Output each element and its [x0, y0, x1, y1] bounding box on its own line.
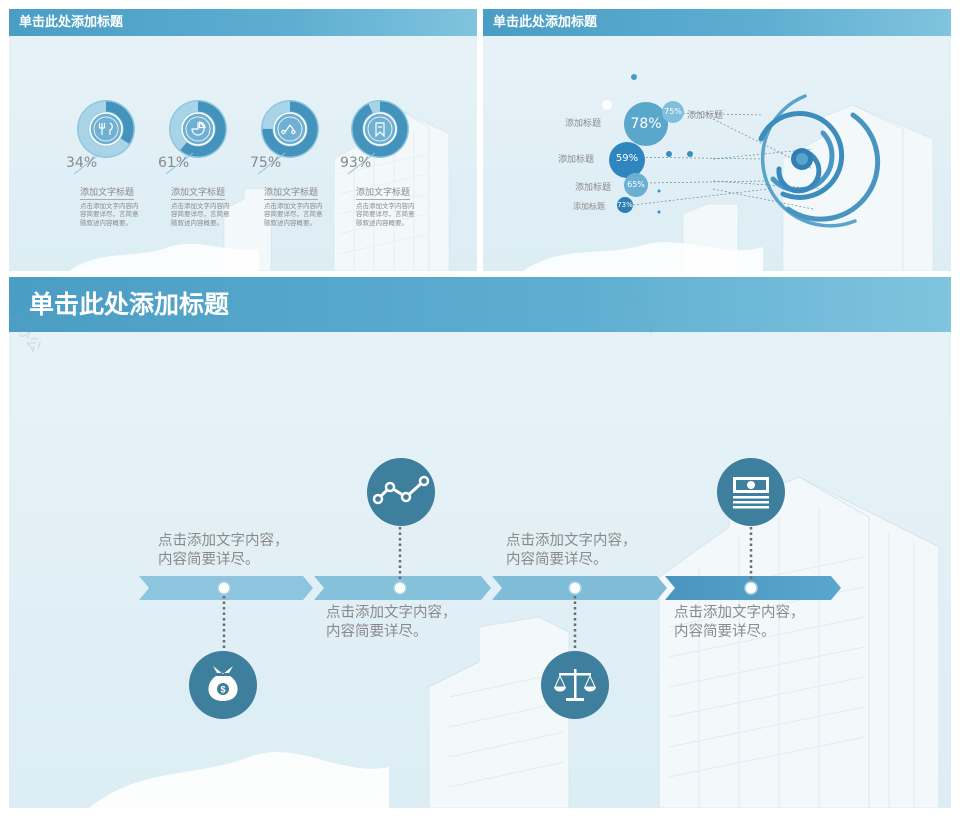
- slide3-title[interactable]: 单击此处添加标题: [9, 277, 951, 332]
- slide-timeline: 单击此处添加标题 $: [9, 277, 951, 808]
- percent-ring-2: [165, 100, 227, 175]
- city-background: [89, 476, 940, 808]
- slide1-title[interactable]: 单击此处添加标题: [9, 9, 477, 36]
- cash-stack-icon: [717, 458, 785, 526]
- bubble-65: [624, 173, 648, 197]
- step-text-3[interactable]: 点击添加文字内容， 内容简要详尽。: [506, 533, 637, 568]
- pie-icon: [191, 121, 206, 136]
- item-description-1[interactable]: 点击添加文字内容内容简要详尽，言简意赅叙述内容概要。: [80, 202, 139, 227]
- utensils-icon: [98, 122, 113, 135]
- money-bag-icon: $: [189, 651, 257, 719]
- target-arc-2: [785, 112, 881, 222]
- bubble-78: [624, 102, 668, 146]
- step-text-2[interactable]: 点击添加文字内容， 内容简要详尽。: [326, 605, 457, 640]
- bubble-diagram: [602, 74, 881, 228]
- target-arc-5: [776, 148, 822, 194]
- bubble-percent-65: 65%: [627, 180, 645, 189]
- percent-label-1: 34%: [66, 155, 98, 171]
- svg-text:$: $: [220, 685, 225, 695]
- item-description-4[interactable]: 点击添加文字内容内容简要详尽，言简意赅叙述内容概要。: [356, 202, 415, 227]
- slide-percent-rings: 单击此处添加标题 34% 61% 75% 93% 添加文字标题 添加文字标题 添…: [9, 9, 477, 271]
- target-arc-outer: [760, 94, 857, 228]
- share-icon: [281, 123, 296, 135]
- bubble-label-5[interactable]: 添加标题: [573, 202, 605, 211]
- bubble-75: [662, 101, 684, 123]
- bubble-percent-75: 75%: [664, 107, 682, 116]
- percent-rings-layer: [73, 100, 409, 175]
- slide-bubble-target: 单击此处添加标题: [483, 9, 951, 271]
- scales-icon: [541, 651, 609, 719]
- percent-label-3: 75%: [250, 155, 282, 171]
- city-background: [69, 106, 450, 271]
- percent-ring-1: [73, 100, 135, 175]
- bookmark-icon: [375, 122, 385, 138]
- step-text-1[interactable]: 点击添加文字内容， 内容简要详尽。: [158, 533, 289, 568]
- target-arc-3: [758, 110, 845, 200]
- timeline-diagram: $: [139, 458, 841, 719]
- line-chart-icon: [367, 458, 435, 526]
- bubble-73: [617, 197, 633, 213]
- percent-label-4: 93%: [340, 155, 372, 171]
- bubble-percent-73: 73%: [617, 201, 633, 209]
- bubble-label-2[interactable]: 添加标题: [687, 111, 724, 121]
- bubble-59: [609, 142, 645, 178]
- bubble-label-4[interactable]: 添加标题: [575, 183, 612, 193]
- percent-ring-4: [347, 100, 409, 175]
- item-subtitle-4[interactable]: 添加文字标题: [356, 188, 411, 200]
- item-subtitle-2[interactable]: 添加文字标题: [171, 188, 226, 200]
- item-description-3[interactable]: 点击添加文字内容内容简要详尽，言简意赅叙述内容概要。: [264, 202, 323, 227]
- bubble-percent-78: 78%: [630, 116, 662, 132]
- bubble-label-3[interactable]: 添加标题: [558, 155, 595, 165]
- item-description-2[interactable]: 点击添加文字内容内容简要详尽，言简意赅叙述内容概要。: [171, 202, 230, 227]
- slide2-title[interactable]: 单击此处添加标题: [483, 9, 951, 36]
- bubble-label-1[interactable]: 添加标题: [565, 119, 602, 129]
- item-subtitle-1[interactable]: 添加文字标题: [80, 188, 135, 200]
- percent-label-2: 61%: [158, 155, 190, 171]
- percent-ring-3: [257, 100, 319, 175]
- item-subtitle-3[interactable]: 添加文字标题: [264, 188, 319, 200]
- bubble-percent-59: 59%: [615, 153, 639, 164]
- step-text-4[interactable]: 点击添加文字内容， 内容简要详尽。: [674, 605, 805, 640]
